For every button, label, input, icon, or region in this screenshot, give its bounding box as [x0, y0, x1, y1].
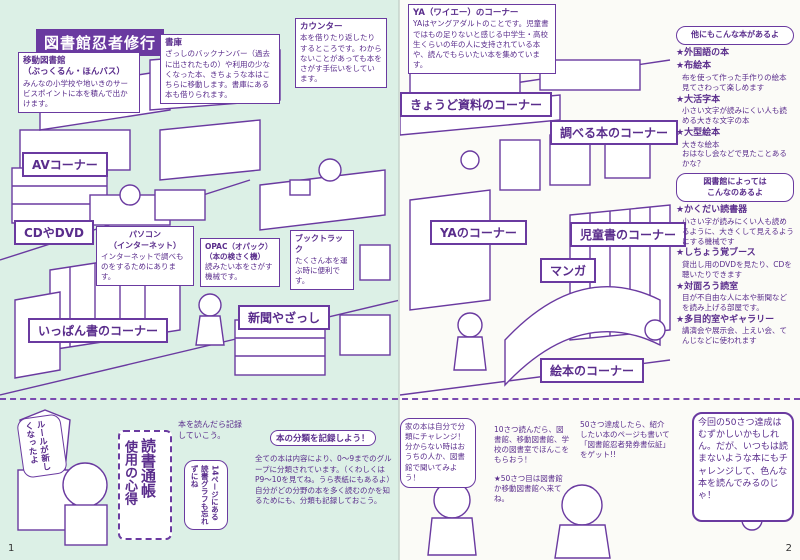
fifty-books-tip: ★50さつ目は図書館か移動図書館へ来てね。 — [494, 474, 563, 504]
list-item-desc: 目が不自由な人に本や新聞などを読み上げる部屋です。 — [682, 293, 787, 312]
record-classification-text: 全ての本は内容により、0〜9までのグループに分類されています。（くわしくはP9〜… — [255, 454, 392, 505]
list-item-name: ★大型絵本 — [676, 127, 721, 138]
list-item-name: ★外国語の本 — [676, 47, 730, 58]
page-number-right: 2 — [785, 543, 792, 554]
ya-text: YAはヤングアダルトのことです。児童書ではもの足りないと感じる中学生・高校生くら… — [413, 19, 549, 69]
pc-heading: パソコン （インターネット） — [109, 230, 181, 250]
page-number-left: 1 — [8, 543, 15, 554]
other-books-items: ★外国語の本★布絵本布を使って作った手作りの絵本 見てさわって楽しめます★大活字… — [676, 48, 794, 169]
certificate-tip: 50さつ達成したら、紹介したい本のページも書いて「図書館忍者発券書伝証」をゲット… — [580, 420, 670, 460]
ya-corner-sign: YAのコーナー — [430, 220, 527, 245]
ten-books-tip: 10さつ読んだら、図書館、移動図書館、学校の図書室でほんこをもらおう！ — [494, 425, 569, 465]
list-item-name: ★多目的室やギャラリー — [676, 314, 775, 325]
counter-note: カウンター 本を借りたり返したりするところです。わからないことがあっても本をさが… — [295, 18, 387, 89]
list-item-desc: 貸出し用のDVDを見たり、CDを聴いたりできます — [682, 260, 792, 279]
list-item: ★かくだい読書器小さい字が読みにくい人も読めるように、大きくして見えるようにする… — [676, 205, 794, 246]
mobile-library-heading: 移動図書館 （ぶっくるん・ほんバス） — [23, 56, 125, 78]
counter-text: 本を借りたり返したりするところです。わからないことがあっても本をさがす手伝いをし… — [300, 33, 382, 83]
newspaper-sign: 新聞やざっし — [238, 305, 331, 330]
list-item-name: ★かくだい読書器 — [676, 205, 748, 216]
children-books-sign: 児童書のコーナー — [570, 222, 687, 247]
list-item-name: ★大活字本 — [676, 94, 721, 105]
rules-speech-bubble: ルールが新しくなったよ — [16, 413, 68, 479]
av-corner-sign: AVコーナー — [22, 152, 108, 177]
ninja-master-bubble: 今回の50さつ達成はむずかしいかもしれん。だが、いつもは読まないような本にもチャ… — [692, 412, 794, 522]
list-item: ★多目的室やギャラリー講演会や展示会、上えい会、てんじなどに使われます — [676, 315, 794, 346]
pc-text: インターネットで調べものをするためにあります。 — [101, 251, 184, 281]
mobile-library-note: 移動図書館 （ぶっくるん・ほんバス） みんなの小学校や地いきのサービスポイントに… — [18, 52, 140, 114]
record-classification-tag: 本の分類を記録しよう！ — [270, 430, 376, 446]
library-specific-heading: 図書館によっては こんなのあるよ — [676, 172, 794, 203]
stacks-note: 書庫 ざっしのバックナンバー（過去に出されたもの）や利用の少なくなった本、きちょ… — [160, 34, 280, 105]
left-page: 図書館忍者修行 移動図書館 （ぶっくるん・ほんバス） みんなの小学校や地いきのサ… — [0, 0, 400, 560]
classify-at-home-bubble: 家の本は自分で分類にチャレンジ！分からない時はおうちの人か、図書館で聞いてみよう… — [400, 418, 476, 488]
general-books-sign: いっぱん書のコーナー — [28, 318, 169, 343]
stacks-text: ざっしのバックナンバー（過去に出されたもの）や利用の少なくなった本、きちょうな本… — [165, 49, 270, 99]
list-item: ★外国語の本 — [676, 48, 794, 60]
list-item-desc: 小さい字が読みにくい人も読めるように、大きくして見えるようにする機械です — [682, 217, 794, 246]
notebook-rules-card: 読書通帳 使用の心得 — [118, 430, 172, 540]
counter-heading: カウンター — [300, 22, 343, 32]
booktruck-heading: ブックトラック — [295, 234, 343, 254]
list-item-name: ★しちょう覚ブース — [676, 248, 756, 259]
local-materials-sign: きょうど資料のコーナー — [400, 92, 553, 117]
page-title: 図書館忍者修行 — [36, 29, 165, 56]
pc-note: パソコン （インターネット） インターネットで調べものをするためにあります。 — [96, 226, 194, 286]
list-item: ★大型絵本大きな絵本 おはなし会などで見たことあるかな？ — [676, 128, 794, 169]
list-item-desc: 小さい文字が読みにくい人も読める大きな文字の本 — [682, 106, 787, 126]
library-specific-items: ★かくだい読書器小さい字が読みにくい人も読めるように、大きくして見えるようにする… — [676, 205, 794, 346]
cd-dvd-sign: CDやDVD — [14, 220, 94, 245]
list-item-name: ★布絵本 — [676, 61, 712, 72]
list-item: ★大活字本小さい文字が読みにくい人も読める大きな文字の本 — [676, 95, 794, 126]
manga-sign: マンガ — [540, 258, 597, 283]
opac-heading: OPAC（オパック） （本の検さく機） — [205, 242, 273, 262]
right-page: YA（ワイエー）のコーナー YAはヤングアダルトのことです。児童書ではもの足りな… — [400, 0, 800, 560]
mobile-library-text: みんなの小学校や地いきのサービスポイントに本を積んで出かけます。 — [23, 78, 128, 109]
list-item-desc: 布を使って作った手作りの絵本 見てさわって楽しめます — [682, 73, 787, 92]
other-books-list: 他にもこんな本があるよ ★外国語の本 ★布絵本布を使って作った手作りの絵本 見てさ… — [676, 26, 794, 348]
list-item: ★しちょう覚ブース貸出し用のDVDを見たり、CDを聴いたりできます — [676, 248, 794, 279]
list-item-name: ★対面ろう読室 — [676, 281, 739, 292]
notebook-note1: 本を読んだら記録していこう。 — [178, 420, 242, 440]
booktruck-text: たくさん本を運ぶ時に便利です。 — [295, 255, 348, 285]
picture-books-sign: 絵本のコーナー — [540, 358, 645, 383]
section-divider — [0, 398, 800, 408]
other-books-heading: 他にもこんな本があるよ — [676, 26, 794, 45]
opac-note: OPAC（オパック） （本の検さく機） 読みたい本をさがす機械です。 — [200, 238, 280, 287]
notebook-subtitle: 使用の心得 — [122, 440, 137, 505]
list-item-desc: 大きな絵本 おはなし会などで見たことあるかな？ — [682, 139, 787, 169]
ya-heading: YA（ワイエー）のコーナー — [413, 8, 519, 18]
booktruck-note: ブックトラック たくさん本を運ぶ時に便利です。 — [290, 230, 354, 290]
ya-note: YA（ワイエー）のコーナー YAはヤングアダルトのことです。児童書ではもの足りな… — [408, 4, 556, 75]
stacks-heading: 書庫 — [165, 38, 183, 48]
notebook-title: 読書通帳 — [139, 438, 157, 498]
graph-reminder-bubble: 14ページにある読書グラフも忘れずにね — [184, 460, 228, 530]
list-item: ★対面ろう読室目が不自由な人に本や新聞などを読み上げる部屋です。 — [676, 282, 794, 313]
opac-text: 読みたい本をさがす機械です。 — [205, 262, 273, 282]
list-item-desc: 講演会や展示会、上えい会、てんじなどに使われます — [682, 326, 787, 346]
reference-sign: 調べる本のコーナー — [550, 120, 679, 145]
list-item: ★布絵本布を使って作った手作りの絵本 見てさわって楽しめます — [676, 61, 794, 92]
